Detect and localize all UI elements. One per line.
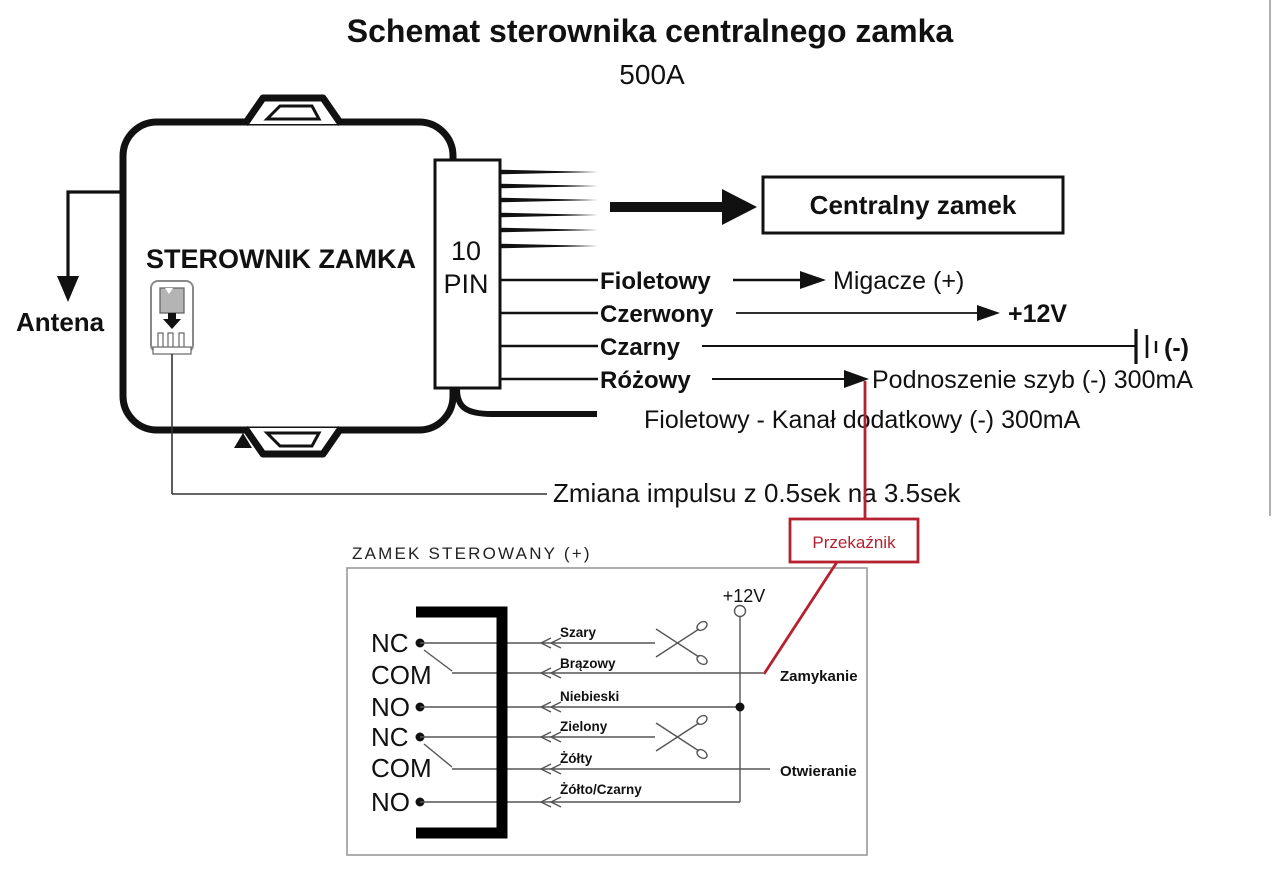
lock-diagram-title: ZAMEK STEROWANY (+) bbox=[352, 544, 592, 563]
wire-name: Czerwony bbox=[600, 301, 714, 328]
antenna-label: Antena bbox=[16, 307, 105, 337]
lock-actuator-bracket bbox=[416, 606, 508, 839]
extra-channel-wire bbox=[454, 388, 597, 417]
extra-channel: Fioletowy - Kanał dodatkowy (-) 300mA bbox=[454, 388, 1081, 434]
arrow-head-icon bbox=[844, 370, 869, 388]
chevron-icon bbox=[539, 731, 562, 743]
jumper-note: Zmiana impulsu z 0.5sek na 3.5sek bbox=[171, 354, 962, 508]
wire-name: Czarny bbox=[600, 334, 681, 361]
scissors-icon bbox=[655, 714, 708, 760]
relay-callout: Przekaźnik bbox=[762, 381, 920, 675]
chevron-icon bbox=[539, 796, 562, 808]
wire-label-zolto-czarny: Żółto/Czarny bbox=[560, 782, 642, 797]
terminal-nc1: NC bbox=[371, 628, 409, 658]
central-lock-connection: Centralny zamek bbox=[610, 175, 1065, 235]
antenna: Antena bbox=[16, 190, 123, 337]
chevron-icon bbox=[539, 637, 562, 649]
chevron-icon bbox=[539, 763, 562, 775]
wire-target: +12V bbox=[1008, 300, 1067, 328]
arrow-head-icon bbox=[977, 305, 1000, 321]
power-label: +12V bbox=[723, 586, 766, 606]
terminal-nc2: NC bbox=[371, 722, 409, 752]
chevron-icon bbox=[539, 667, 562, 679]
wire-label-zolty: Żółty bbox=[560, 751, 593, 766]
switch-lever bbox=[423, 649, 453, 672]
arrow-head-icon bbox=[800, 271, 826, 289]
pin-unit: PIN bbox=[443, 269, 488, 299]
central-lock-label: Centralny zamek bbox=[810, 190, 1017, 220]
switch-lever bbox=[423, 743, 453, 768]
wire-name: Różowy bbox=[600, 367, 691, 394]
extra-channel-label: Fioletowy - Kanał dodatkowy (-) 300mA bbox=[644, 406, 1081, 434]
model-number: 500A bbox=[619, 59, 685, 90]
top-tab-slot bbox=[263, 104, 322, 121]
jumper-note-label: Zmiana impulsu z 0.5sek na 3.5sek bbox=[553, 478, 962, 508]
wire-row-czerwony: Czerwony +12V bbox=[500, 300, 1067, 328]
opening-label: Otwieranie bbox=[780, 763, 857, 780]
ground-icon bbox=[1134, 329, 1158, 364]
connector-body bbox=[433, 158, 502, 390]
wire-bundle bbox=[500, 169, 598, 249]
big-arrow-shaft bbox=[610, 202, 722, 212]
wire-label-brazowy: Brązowy bbox=[560, 656, 616, 671]
terminal-com2: COM bbox=[371, 753, 432, 783]
wire-label-niebieski: Niebieski bbox=[560, 689, 619, 704]
big-arrow-head-icon bbox=[722, 189, 757, 225]
wire-row-czarny: Czarny (-) bbox=[500, 329, 1189, 364]
page-title: Schemat sterownika centralnego zamka bbox=[347, 13, 954, 49]
wire-name: Fioletowy bbox=[600, 268, 711, 295]
jumper-icon bbox=[150, 280, 194, 355]
antenna-wire bbox=[66, 190, 123, 276]
connector-10pin: 10 PIN bbox=[433, 158, 502, 390]
wire-target: (-) bbox=[1164, 334, 1189, 362]
wire-target: Podnoszenie szyb (-) 300mA bbox=[872, 366, 1193, 394]
wire-target: Migacze (+) bbox=[833, 267, 964, 295]
terminal-no2: NO bbox=[371, 787, 410, 817]
antenna-arrow-icon bbox=[57, 276, 79, 302]
power-terminal-icon bbox=[733, 604, 747, 618]
wire-row-rozowy: Różowy Podnoszenie szyb (-) 300mA bbox=[500, 366, 1193, 394]
scissors-icon bbox=[655, 620, 708, 666]
wire-row-fioletowy: Fioletowy Migacze (+) bbox=[500, 267, 964, 295]
controller-label: STEROWNIK ZAMKA bbox=[146, 244, 416, 274]
terminal-com1: COM bbox=[371, 660, 432, 690]
chevron-icon bbox=[539, 701, 562, 713]
wire-label-szary: Szary bbox=[560, 625, 597, 640]
alignment-marker-icon bbox=[234, 433, 252, 448]
bottom-tab-slot bbox=[263, 431, 322, 448]
relay-label: Przekaźnik bbox=[812, 533, 896, 552]
relay-box bbox=[788, 517, 920, 564]
relay-wire-bottom bbox=[762, 561, 839, 675]
pin-count: 10 bbox=[451, 236, 481, 266]
controller-unit: STEROWNIK ZAMKA bbox=[119, 94, 457, 458]
wire-label-zielony: Zielony bbox=[560, 719, 608, 734]
lock-diagram: ZAMEK STEROWANY (+) NC COM NO NC COM NO … bbox=[346, 544, 868, 856]
central-lock-box bbox=[761, 175, 1065, 235]
junction-dot bbox=[735, 702, 745, 712]
closing-label: Zamykanie bbox=[780, 668, 858, 685]
terminal-no1: NO bbox=[371, 692, 410, 722]
